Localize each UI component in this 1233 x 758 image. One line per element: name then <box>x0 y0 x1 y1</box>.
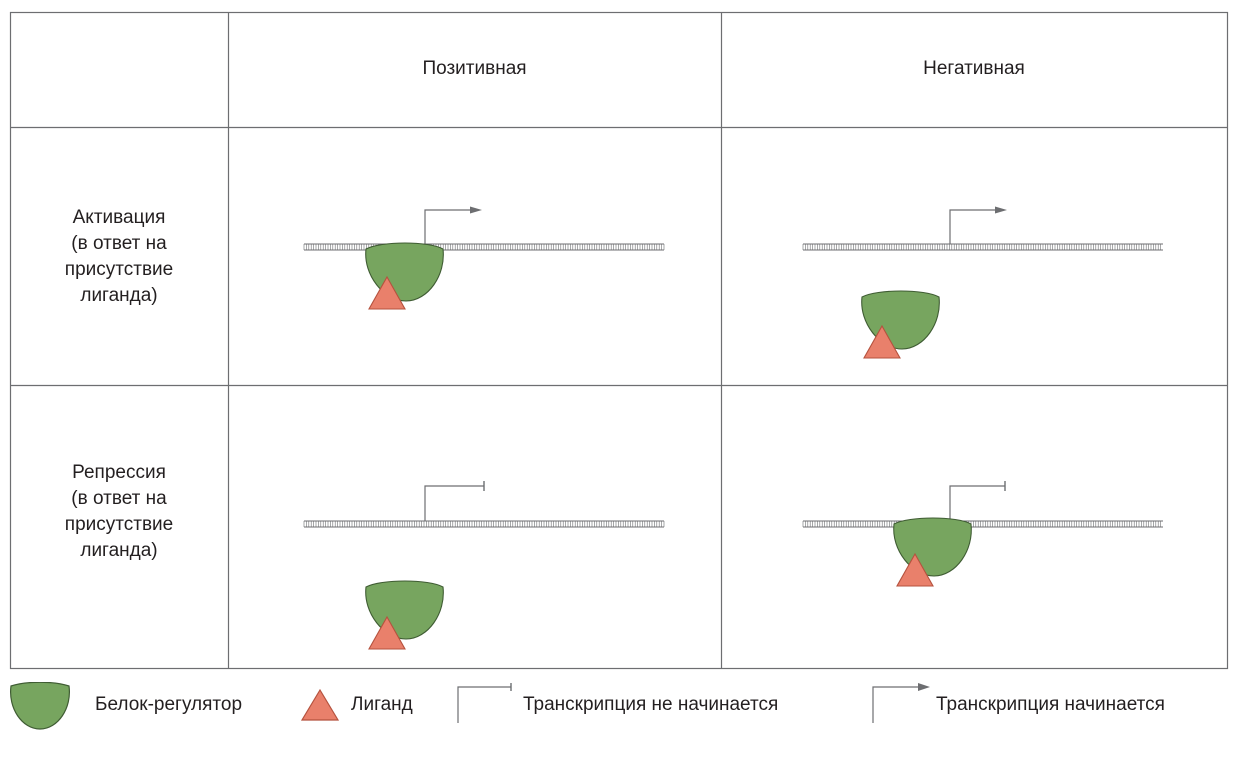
legend-transcription-label: Транскрипция начинается <box>936 694 1165 715</box>
legend-protein-icon <box>10 682 70 730</box>
legend-no-transcription-icon <box>457 683 512 723</box>
transcription-start-arrow <box>949 206 1007 244</box>
ligand-triangle <box>368 275 406 310</box>
promoters <box>424 206 1007 521</box>
dna-rungs <box>303 244 665 250</box>
header-negative: Негативная <box>923 58 1025 79</box>
legend-ligand-label: Лиганд <box>351 694 413 715</box>
transcription-blocked-marker <box>949 481 1006 521</box>
legend-no-transcription-label: Транскрипция не начинается <box>523 694 779 715</box>
transcription-start-arrow <box>424 206 482 244</box>
table-grid <box>9 11 1229 670</box>
legend-transcription-icon <box>872 683 930 723</box>
ligand-triangle <box>368 615 406 650</box>
proteins <box>365 242 972 650</box>
regulator-protein <box>365 242 444 302</box>
regulator-protein <box>893 517 972 577</box>
ligand-triangle <box>896 552 934 587</box>
legend-protein-label: Белок-регулятор <box>95 694 243 715</box>
transcription-blocked-marker <box>424 481 485 521</box>
regulator-protein <box>365 580 444 640</box>
dna-strands <box>303 243 1163 528</box>
dna-rungs <box>303 521 665 527</box>
ligand-triangle <box>863 324 901 359</box>
row-label-repression: Репрессия (в ответ на присутствие лиганд… <box>64 462 174 561</box>
dna-strand <box>303 520 665 528</box>
dna-strand <box>802 520 1163 528</box>
dna-rungs <box>802 521 1161 527</box>
dna-strand <box>303 243 665 251</box>
dna-rungs <box>802 244 1161 250</box>
row-label-activation: Активация (в ответ на присутствие лиганд… <box>64 207 174 306</box>
legend-ligand-icon <box>300 688 340 721</box>
dna-strand <box>802 243 1163 251</box>
header-positive: Позитивная <box>422 58 527 79</box>
